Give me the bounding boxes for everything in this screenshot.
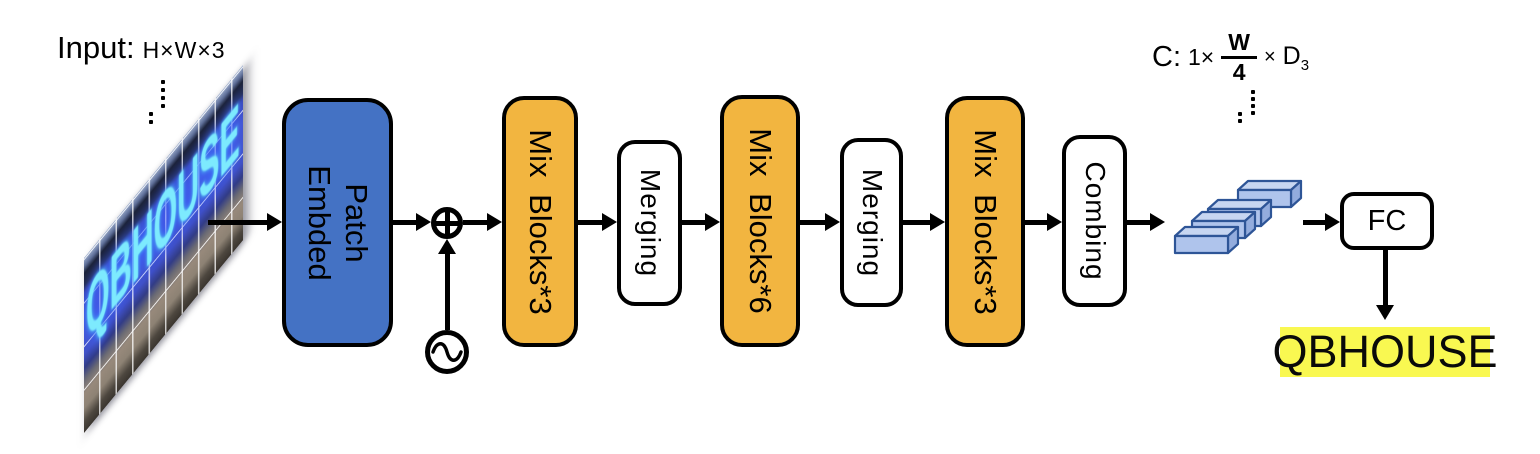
arrow-combing-to-tokens: [1127, 213, 1165, 231]
input-label-text: Input:: [57, 30, 135, 65]
input-image: QBHOUSE: [84, 65, 243, 433]
patch-embed-label-line2: Embded: [301, 164, 337, 281]
arrow-mix1-to-merging1: [578, 213, 617, 231]
arrow-mix2-to-merging2: [800, 213, 840, 231]
fc-label: FC: [1367, 204, 1407, 237]
feature-shape-one: 1×: [1188, 44, 1215, 71]
arrow-posenc-to-add: [438, 239, 456, 330]
continuation-dots-icon: [161, 80, 165, 108]
mix-blocks-stage2: Mix Blocks*6: [720, 95, 800, 347]
sine-wave-icon: [431, 342, 463, 362]
fraction-numerator: W: [1221, 29, 1257, 60]
feature-shape-times: ×: [1263, 46, 1276, 69]
arrow-add-to-mix1: [463, 213, 502, 231]
merging-block2: Merging: [840, 138, 903, 307]
patch-embed-label-line1: Patch: [338, 182, 374, 263]
patch-embed-block: Patch Embded: [282, 98, 393, 347]
mix-blocks-stage3: Mix Blocks*3: [945, 96, 1025, 347]
continuation-dots-icon: [1238, 112, 1242, 123]
feature-tokens-icon: [1173, 179, 1303, 255]
feature-shape-label: C: 1× W 4 × D3: [1152, 29, 1309, 86]
combing-block-label: Combing: [1079, 161, 1111, 281]
arrow-image-to-patchembed: [208, 213, 282, 231]
continuation-dots-icon: [149, 112, 153, 124]
merging-block1-label: Merging: [634, 168, 666, 278]
feature-shape-prefix: C:: [1152, 41, 1181, 74]
input-dims-text: H×W×3: [142, 37, 226, 63]
prediction-text: QBHOUSE: [1272, 326, 1498, 377]
merging-block1: Merging: [617, 140, 682, 306]
mix-blocks-stage1: Mix Blocks*3: [502, 96, 578, 347]
mix-blocks-stage1-label: Mix Blocks*3: [523, 128, 558, 315]
feature-dim-letter: D: [1282, 41, 1301, 70]
add-icon: [431, 207, 463, 239]
arrow-tokens-to-fc: [1303, 213, 1340, 231]
mix-blocks-stage3-label: Mix Blocks*3: [968, 128, 1003, 315]
combing-block: Combing: [1062, 135, 1127, 307]
arrow-patchembed-to-add: [393, 213, 431, 231]
feature-dim-subscript: 3: [1300, 56, 1310, 74]
continuation-dots-icon: [1251, 90, 1255, 115]
arrow-fc-to-prediction: [1376, 250, 1394, 320]
feature-shape-dim: D3: [1283, 42, 1309, 74]
patch-embed-label: Patch Embded: [300, 165, 374, 280]
feature-shape-fraction: W 4: [1221, 29, 1257, 86]
fc-block: FC: [1340, 192, 1434, 250]
mix-blocks-stage2-label: Mix Blocks*6: [743, 128, 778, 314]
arrow-merging2-to-mix3: [903, 213, 945, 231]
arrow-mix3-to-combing: [1025, 213, 1062, 231]
positional-encoding-icon: [425, 330, 469, 374]
merging-block2-label: Merging: [856, 168, 888, 277]
fraction-denominator: 4: [1232, 59, 1246, 86]
input-shape-label: Input: H×W×3: [57, 30, 226, 66]
arrow-merging1-to-mix2: [682, 213, 720, 231]
